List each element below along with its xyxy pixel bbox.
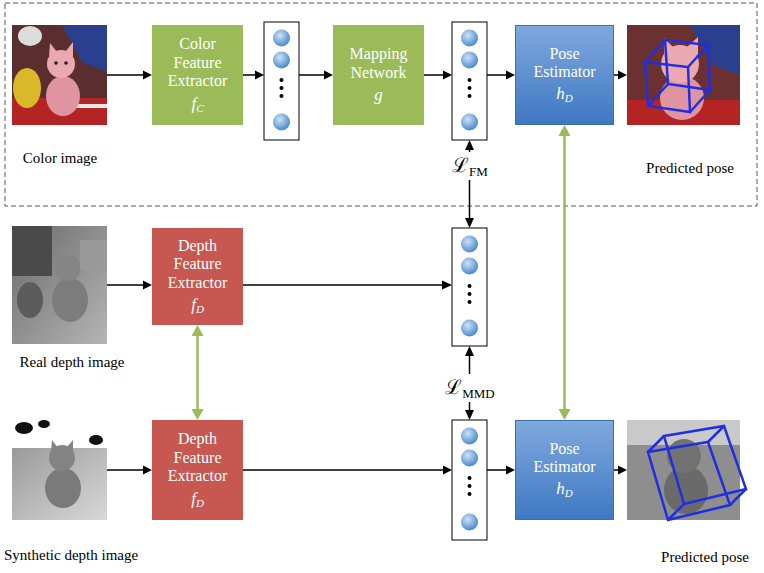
connector-line: [299, 74, 325, 76]
arrowhead: [143, 466, 152, 475]
box-title: Pose Estimator: [519, 440, 610, 477]
box-content: Mapping Network g: [333, 45, 424, 104]
arrowhead: [192, 325, 204, 336]
math-symbol: fD: [155, 489, 240, 510]
synthetic-depth-photo: [12, 420, 107, 520]
connector-line: [424, 74, 444, 76]
process-box: Depth Feature Extractor fD: [152, 228, 243, 325]
connector-line: [107, 74, 144, 76]
process-box: Color Feature Extractor fC: [152, 25, 243, 125]
arrowhead: [618, 466, 627, 475]
connector-line: [243, 74, 256, 76]
box-content: Color Feature Extractor fC: [152, 35, 243, 114]
arrowhead: [618, 71, 627, 80]
flow-arrow: [614, 71, 627, 80]
arrowhead: [143, 71, 152, 80]
arrowhead: [506, 71, 515, 80]
process-box: Depth Feature Extractor fD: [152, 420, 243, 520]
math-symbol: hD: [519, 479, 610, 500]
flow-arrow: [424, 71, 515, 80]
depth-photo: [12, 226, 107, 344]
arrowhead: [324, 71, 333, 80]
connector-line: [107, 469, 144, 471]
arrowhead: [443, 466, 452, 475]
box-content: Depth Feature Extractor fD: [152, 430, 243, 509]
flow-arrow: [107, 71, 152, 80]
box-title: Mapping Network: [336, 45, 421, 82]
box-title: Color Feature Extractor: [155, 35, 240, 90]
arrowhead: [506, 466, 515, 475]
connector-line: [487, 469, 507, 471]
process-box: Pose EstimatorhD: [515, 25, 614, 125]
flow-arrow: [614, 466, 627, 475]
color-photo: [12, 25, 107, 125]
image-caption: Synthetic depth image: [4, 547, 138, 564]
image-node: Predicted pose: [627, 25, 740, 125]
box-title: Pose Estimator: [519, 45, 610, 82]
feature-vector: [452, 22, 487, 140]
connector-line: [107, 284, 144, 286]
arrowhead: [143, 281, 152, 290]
box-content: Pose EstimatorhD: [516, 45, 613, 106]
feature-vector: [264, 22, 299, 140]
image-caption: Real depth image: [20, 354, 125, 371]
arrowhead: [559, 409, 571, 420]
image-caption: Predicted pose: [661, 549, 749, 566]
arrowhead: [559, 125, 571, 136]
connector-line: [196, 336, 199, 409]
loss-arrow: [469, 149, 471, 411]
loss-label: ℒMMD: [443, 375, 497, 401]
flow-arrow: [243, 466, 515, 475]
connector-line: [563, 136, 566, 409]
pose-photo: [627, 25, 740, 125]
feature-vector: [452, 228, 487, 346]
image-caption: Predicted pose: [646, 160, 734, 177]
image-node: Predicted pose: [627, 420, 740, 520]
shared-weights-arrow: [192, 325, 204, 420]
connector-line: [487, 74, 507, 76]
image-node: Real depth image: [12, 226, 107, 344]
feature-vector: [452, 420, 487, 540]
loss-label: ℒFM: [450, 153, 490, 179]
image-caption: Color image: [23, 150, 98, 167]
arrowhead: [255, 71, 264, 80]
box-title: Depth Feature Extractor: [155, 237, 240, 292]
shared-weights-arrow: [559, 125, 571, 420]
box-content: Pose EstimatorhD: [516, 440, 613, 501]
math-symbol: hD: [519, 84, 610, 105]
math-symbol: fD: [155, 295, 240, 316]
dashed-frame: [5, 3, 757, 206]
flow-arrow: [243, 71, 333, 80]
image-node: Color image: [12, 25, 107, 125]
flow-arrow: [107, 466, 152, 475]
math-symbol: g: [336, 85, 421, 105]
box-title: Depth Feature Extractor: [155, 430, 240, 485]
pose-depth-photo: [627, 420, 746, 520]
process-box: Mapping Network g: [333, 25, 424, 125]
arrowhead: [443, 71, 452, 80]
flow-arrow: [107, 281, 152, 290]
connector-line: [243, 469, 444, 471]
box-content: Depth Feature Extractor fD: [152, 237, 243, 316]
arrowhead: [192, 409, 204, 420]
process-box: Pose EstimatorhD: [515, 420, 614, 520]
math-symbol: fC: [155, 94, 240, 115]
image-node: Synthetic depth image: [12, 420, 107, 520]
feature-arrow: [237, 281, 452, 290]
